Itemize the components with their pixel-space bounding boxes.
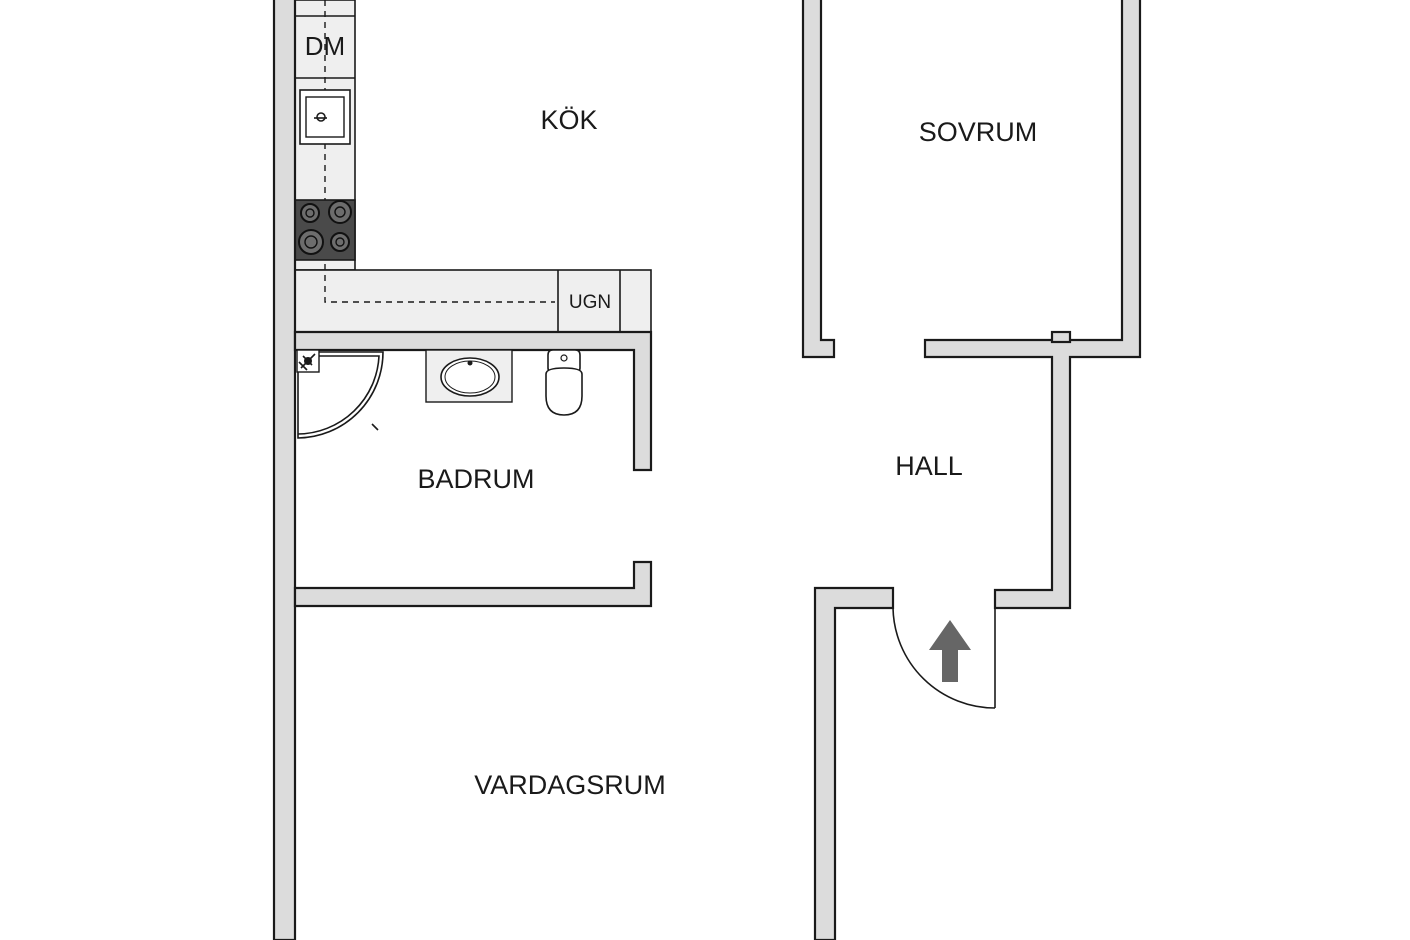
wall-left-exterior	[272, 0, 297, 940]
toilet-icon	[545, 349, 583, 416]
oven-label: UGN	[569, 292, 611, 313]
room-label-kok: KÖK	[540, 105, 597, 135]
dishwasher-label: DM	[305, 31, 345, 61]
room-label-sovrum: SOVRUM	[919, 117, 1038, 147]
walls	[272, 0, 1142, 940]
sink-icon	[299, 89, 351, 145]
stove-icon	[294, 199, 356, 261]
wall-hall-left	[813, 586, 895, 940]
entrance-door	[892, 607, 996, 709]
washbasin-icon	[425, 349, 513, 403]
shower-icon	[296, 349, 384, 439]
room-label-badrum: BADRUM	[417, 464, 534, 494]
room-label-hall: HALL	[895, 451, 963, 481]
wall-bath-bottom	[293, 560, 653, 608]
room-label-vardagsrum: VARDAGSRUM	[474, 770, 666, 800]
wall-bedroom-left	[801, 0, 836, 359]
wall-stub	[1050, 330, 1072, 344]
kitchen-counter	[294, 0, 652, 333]
wall-bedroom-right	[923, 0, 1142, 610]
oven: UGN	[569, 292, 611, 313]
entrance-arrow-icon	[929, 620, 971, 682]
dishwasher: DM	[305, 31, 345, 61]
wall-bath-top	[293, 330, 653, 472]
